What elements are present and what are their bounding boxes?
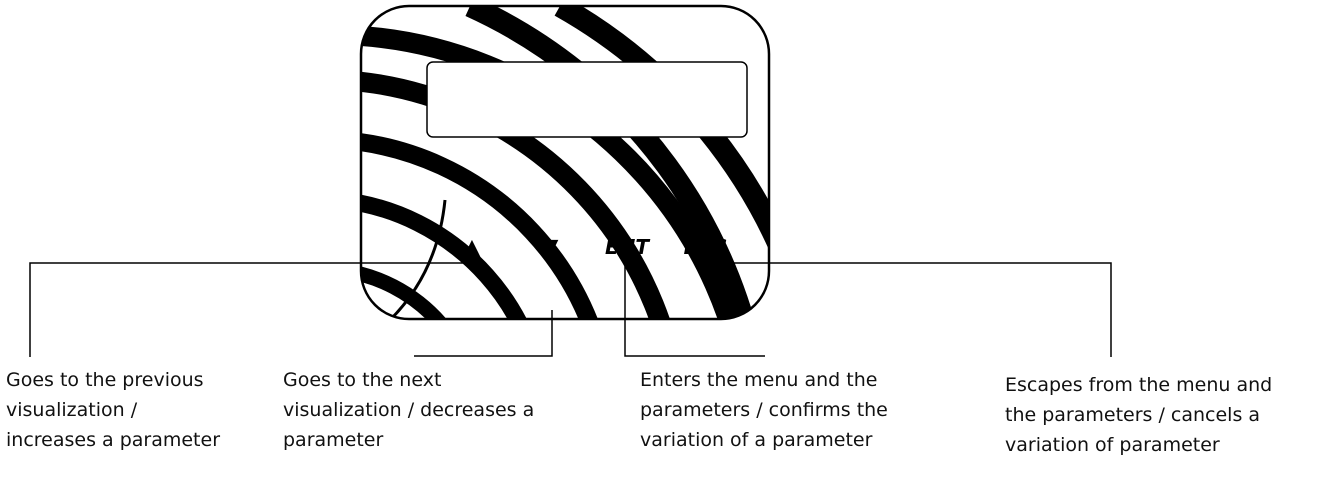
callout-lines [29, 255, 1112, 357]
caption-up: Goes to the previous visualization / inc… [6, 365, 220, 455]
stripe-4 [361, 191, 554, 319]
callout-down [414, 310, 553, 357]
callout-enter [624, 255, 765, 357]
caption-line: variation of a parameter [640, 429, 873, 451]
caption-escape: Escapes from the menu and the parameters… [1005, 370, 1272, 460]
enter-button[interactable]: ENT [605, 235, 650, 259]
caption-line: Goes to the next [283, 369, 442, 391]
escape-button[interactable]: ESC [684, 235, 727, 259]
caption-line: Goes to the previous [6, 369, 204, 391]
caption-line: increases a parameter [6, 429, 221, 451]
stripe-7 [465, 6, 769, 319]
callout-up [29, 262, 464, 357]
stripe-2 [361, 70, 690, 319]
caption-line: visualization / decreases a [283, 399, 535, 421]
stripe-6 [388, 199, 447, 319]
callout-escape [730, 262, 1112, 357]
stripe-3 [361, 131, 620, 319]
caption-line: Enters the menu and the [640, 369, 878, 391]
keypad-panel [359, 4, 771, 321]
caption-line: the parameters / cancels a [1005, 404, 1261, 426]
up-arrow-icon[interactable]: ▲ [464, 235, 481, 260]
caption-down: Goes to the next visualization / decreas… [283, 365, 534, 455]
caption-line: parameters / confirms the [640, 399, 888, 421]
down-arrow-icon[interactable]: ▼ [542, 235, 559, 260]
caption-line: variation of parameter [1005, 434, 1220, 456]
stripe-5 [361, 262, 488, 319]
display-window [426, 61, 748, 138]
caption-line: Escapes from the menu and [1005, 374, 1273, 396]
caption-enter: Enters the menu and the parameters / con… [640, 365, 888, 455]
caption-line: visualization / [6, 399, 138, 421]
caption-line: parameter [283, 429, 384, 451]
stripe-8 [554, 6, 769, 304]
stripe-1 [361, 25, 760, 319]
